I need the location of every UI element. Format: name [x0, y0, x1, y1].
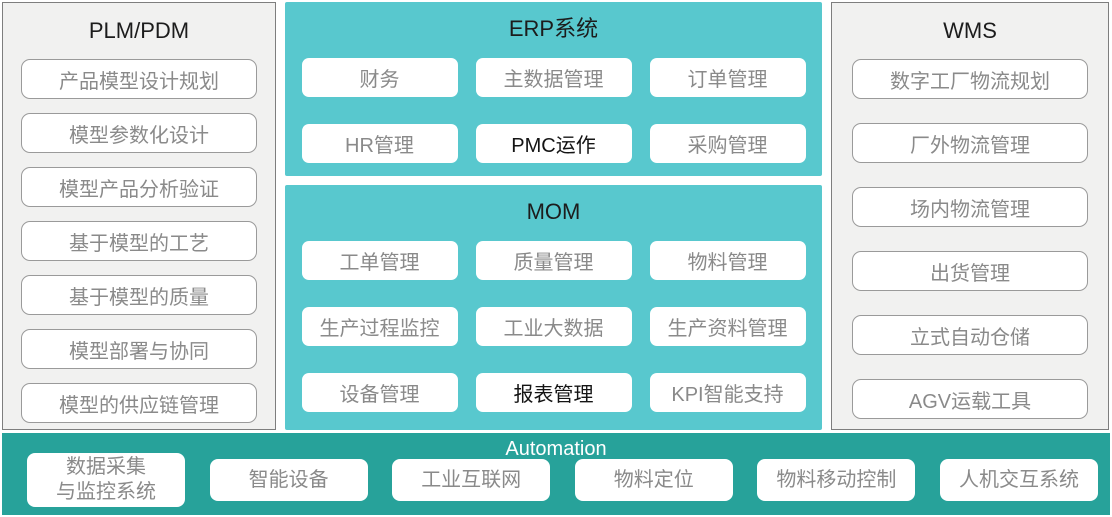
automation-bar: Automation 数据采集 与监控系统 智能设备 工业互联网 物料定位 物料… — [2, 433, 1110, 515]
wms-item: 场内物流管理 — [852, 187, 1088, 227]
automation-item: 智能设备 — [209, 459, 368, 501]
mom-title: MOM — [526, 199, 581, 224]
erp-item: 财务 — [301, 58, 458, 97]
automation-item: 物料移动控制 — [757, 459, 916, 501]
erp-item: 主数据管理 — [475, 58, 632, 97]
plm-item: 模型的供应链管理 — [21, 383, 257, 423]
wms-item: 立式自动仓储 — [852, 315, 1088, 355]
erp-title: ERP系统 — [508, 16, 599, 41]
wms-item: 出货管理 — [852, 251, 1088, 291]
wms-item: 数字工厂物流规划 — [852, 59, 1088, 99]
wms-item: AGV运载工具 — [852, 379, 1088, 419]
mom-item: 生产过程监控 — [301, 307, 458, 346]
mom-item: 工业大数据 — [475, 307, 632, 346]
plm-item: 模型参数化设计 — [21, 113, 257, 153]
erp-item-grid: 财务 主数据管理 订单管理 HR管理 PMC运作 采购管理 — [301, 58, 806, 163]
erp-panel: ERP系统 财务 主数据管理 订单管理 HR管理 PMC运作 采购管理 — [285, 2, 822, 176]
plm-pdm-item-list: 产品模型设计规划 模型参数化设计 模型产品分析验证 基于模型的工艺 基于模型的质… — [21, 59, 257, 423]
mom-item-grid: 工单管理 质量管理 物料管理 生产过程监控 工业大数据 生产资料管理 设备管理 … — [301, 241, 806, 412]
automation-item: 数据采集 与监控系统 — [27, 453, 185, 507]
wms-title: WMS — [943, 18, 997, 43]
erp-item: 订单管理 — [649, 58, 806, 97]
automation-title: Automation — [505, 438, 607, 460]
erp-item-highlighted: PMC运作 — [475, 124, 632, 163]
erp-item: HR管理 — [301, 124, 458, 163]
plm-item: 模型产品分析验证 — [21, 167, 257, 207]
automation-item: 工业互联网 — [392, 459, 551, 501]
plm-item: 基于模型的质量 — [21, 275, 257, 315]
wms-panel: WMS 数字工厂物流规划 厂外物流管理 场内物流管理 出货管理 立式自动仓储 A… — [831, 2, 1109, 430]
mom-item-highlighted: 报表管理 — [475, 373, 632, 412]
wms-item-list: 数字工厂物流规划 厂外物流管理 场内物流管理 出货管理 立式自动仓储 AGV运载… — [852, 59, 1088, 419]
automation-item: 人机交互系统 — [939, 459, 1098, 501]
top-panels-row: PLM/PDM 产品模型设计规划 模型参数化设计 模型产品分析验证 基于模型的工… — [2, 2, 1110, 430]
plm-item: 基于模型的工艺 — [21, 221, 257, 261]
mom-item: 工单管理 — [301, 241, 458, 280]
mom-item: KPI智能支持 — [649, 373, 806, 412]
plm-item: 模型部署与协同 — [21, 329, 257, 369]
mom-panel: MOM 工单管理 质量管理 物料管理 生产过程监控 工业大数据 生产资料管理 设… — [285, 185, 822, 430]
plm-pdm-title: PLM/PDM — [88, 18, 190, 43]
plm-pdm-panel: PLM/PDM 产品模型设计规划 模型参数化设计 模型产品分析验证 基于模型的工… — [2, 2, 276, 430]
plm-item: 产品模型设计规划 — [21, 59, 257, 99]
mom-item: 质量管理 — [475, 241, 632, 280]
automation-item: 物料定位 — [574, 459, 733, 501]
middle-column: ERP系统 财务 主数据管理 订单管理 HR管理 PMC运作 采购管理 MOM … — [285, 2, 822, 430]
mom-item: 生产资料管理 — [649, 307, 806, 346]
erp-item: 采购管理 — [649, 124, 806, 163]
automation-item-row: 数据采集 与监控系统 智能设备 工业互联网 物料定位 物料移动控制 人机交互系统 — [2, 433, 1110, 515]
mom-item: 设备管理 — [301, 373, 458, 412]
wms-item: 厂外物流管理 — [852, 123, 1088, 163]
mom-item: 物料管理 — [649, 241, 806, 280]
